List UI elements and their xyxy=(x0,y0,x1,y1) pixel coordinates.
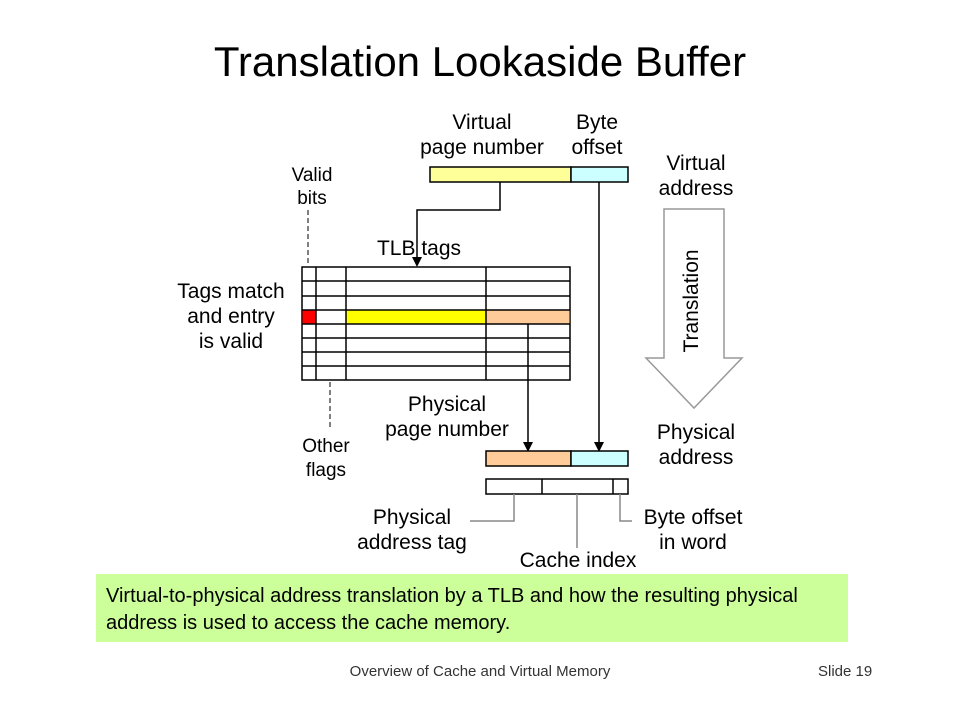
byte-offset-in-word-label-line1: Byte offset xyxy=(644,506,743,529)
physical-address-register xyxy=(485,450,629,467)
byte-offset-in-word-leader xyxy=(619,494,632,522)
other-flags-label-line1: Other xyxy=(302,436,350,457)
physical-page-number-field xyxy=(485,450,572,467)
matched-tlb-tag xyxy=(345,309,487,325)
virtual-address-label-line2: address xyxy=(659,177,734,200)
cache-address-breakdown xyxy=(485,478,629,495)
tlb-column-lines xyxy=(315,267,487,380)
virtual-page-number-label-line2: page number xyxy=(420,136,544,159)
tags-match-label-line3: is valid xyxy=(199,330,263,353)
byte-offset-label-line2: offset xyxy=(572,136,623,159)
valid-bits-label-line1: Valid xyxy=(292,165,333,186)
physical-address-label-line2: address xyxy=(659,446,734,469)
physical-address-tag-label-line1: Physical xyxy=(373,506,451,529)
tlb-tags-label: TLB tags xyxy=(377,237,461,260)
translation-arrow xyxy=(644,208,744,410)
byte-offset-in-word-label-line2: in word xyxy=(659,531,727,554)
vpn-to-tlb-connector xyxy=(412,182,501,267)
virtual-address-label-line1: Virtual xyxy=(666,152,725,175)
virtual-page-number-label-line1: Virtual xyxy=(452,111,511,134)
address-tag-leader xyxy=(470,494,515,522)
tags-match-label-line2: and entry xyxy=(187,305,275,328)
caption-text: Virtual-to-physical address translation … xyxy=(106,585,798,634)
footer-title: Overview of Cache and Virtual Memory xyxy=(349,663,611,680)
physical-page-number-label-line2: page number xyxy=(385,418,509,441)
tags-match-label-line1: Tags match xyxy=(177,280,284,303)
physical-page-number-label-line1: Physical xyxy=(408,393,486,416)
physical-address-tag-label-line2: address tag xyxy=(357,531,467,554)
tlb-table xyxy=(301,266,571,381)
virtual-page-number-field xyxy=(429,166,572,183)
matched-physical-page xyxy=(485,309,571,325)
byte-offset-label-line1: Byte xyxy=(576,111,618,134)
slide-number: Slide 19 xyxy=(818,663,873,680)
byte-offset-field xyxy=(570,166,629,183)
cache-address-frame xyxy=(485,478,629,495)
translation-label: Translation xyxy=(680,249,703,352)
caption-box: Virtual-to-physical address translation … xyxy=(96,574,848,642)
slide-title: Translation Lookaside Buffer xyxy=(213,38,747,85)
physical-address-label-line1: Physical xyxy=(657,421,735,444)
cache-index-label: Cache index xyxy=(520,549,637,572)
valid-bits-label-line2: bits xyxy=(297,188,327,209)
physical-byte-offset-field xyxy=(570,450,629,467)
virtual-address-register xyxy=(429,166,629,183)
matched-valid-bit xyxy=(301,309,317,325)
other-flags-label-line2: flags xyxy=(306,460,346,481)
